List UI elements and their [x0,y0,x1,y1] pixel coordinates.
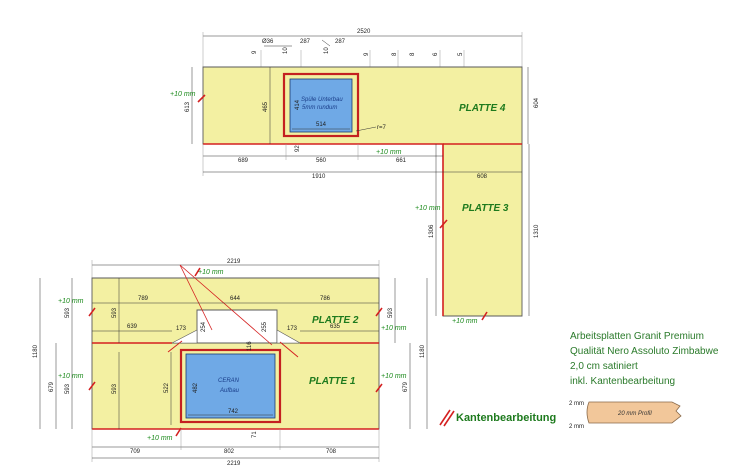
ceran-label-2: Aufbau [219,388,240,394]
dim-left-height: 613 [185,101,191,112]
dim-708: 708 [326,449,337,455]
dim-173b: 173 [287,326,298,332]
dim-560: 560 [316,158,327,164]
plus-right-a: +10 mm [381,325,407,332]
dim-789: 789 [138,296,149,302]
sink-label-2: 5mm rundum [302,105,337,111]
dim-522: 522 [164,382,170,393]
platte-4-label: PLATTE 4 [459,103,506,114]
dim-635: 635 [330,324,341,330]
platte-1-label: PLATTE 1 [309,376,356,387]
dim-709: 709 [130,449,141,455]
dim-689: 689 [238,158,249,164]
info-line-4: inkl. Kantenbearbeitung [570,376,675,387]
dim-593b: 593 [65,383,71,394]
dim-1910: 1910 [312,174,326,180]
dim-661: 661 [396,158,407,164]
dim-593d: 593 [112,383,118,394]
plus-right-b: +10 mm [381,373,407,380]
dim-254: 254 [201,321,207,332]
dim-p3-h-outer: 1310 [534,224,540,238]
ceran-cutout [185,353,276,419]
dim-173a: 173 [176,326,187,332]
info-line-1: Arbeitsplatten Granit Premium [570,331,704,342]
platte-2-label: PLATTE 2 [312,315,359,326]
legend: Kantenbearbeitung 2 mm 2 mm 20 mm Profil [439,401,682,430]
dim-9: 9 [252,50,258,54]
legend-label: Kantenbearbeitung [456,412,556,424]
dim-593a: 593 [65,307,71,318]
dim-255: 255 [262,321,268,332]
plus-left-b: +10 mm [58,373,84,380]
platte-3-slab [442,143,523,317]
dim-116: 116 [247,341,253,351]
legend-mm-top: 2 mm [569,401,584,407]
plus-left-a: +10 mm [58,298,84,305]
dim-right-1180: 1180 [420,344,426,358]
dim-sink-inner-h: 414 [295,99,301,110]
edge-profile-shape [586,401,682,424]
dim-total-width: 2520 [357,29,371,35]
dim-10a: 10 [283,47,289,54]
dim-593c: 593 [112,307,118,318]
plus-bottom: +10 mm [147,435,173,442]
dim-287b: 287 [335,39,346,45]
lower-layout: 2219 +10 mm CERAN Aufbau 742 482 522 116… [33,259,428,466]
dim-679a: 679 [49,381,55,392]
svg-text:6: 6 [433,52,439,56]
dim-644: 644 [230,296,241,302]
dim-639: 639 [127,324,138,330]
svg-text:8: 8 [392,52,398,56]
dim-right-height: 604 [534,97,540,108]
dim-802: 802 [224,449,235,455]
platte-3-label: PLATTE 3 [462,203,509,214]
legend-mm-bottom: 2 mm [569,424,584,430]
info-line-2: Qualität Nero Assoluto Zimbabwe [570,346,719,357]
plus-p3: +10 mm [415,205,441,212]
upper-layout: 2520 Ø36 287 287 10 10 9 9 8 8 6 5 [170,29,540,325]
plus-p3-bottom: +10 mm [452,318,478,325]
dim-p3-width: 608 [477,174,488,180]
dim-hole-offset: Ø36 [262,39,274,45]
dim-r7: r=7 [377,125,387,131]
material-info: Arbeitsplatten Granit Premium Qualität N… [570,331,719,387]
top-small-dims: 9 8 8 6 5 [260,50,465,67]
dim-left-1180: 1180 [33,344,39,358]
dim-sink-height: 465 [263,101,269,112]
svg-text:9: 9 [364,52,370,56]
plus-mid: +10 mm [376,149,402,156]
sink-label-1: Spüle Unterbau [301,97,343,103]
dim-742: 742 [228,409,239,415]
svg-text:8: 8 [410,52,416,56]
dim-71: 71 [252,431,258,438]
sink-cutout [289,78,353,133]
plus-left: +10 mm [170,91,196,98]
dim-679b: 679 [403,381,409,392]
legend-profile: 20 mm Profil [617,411,652,417]
dim-width-top: 2219 [227,259,241,265]
dim-786: 786 [320,296,331,302]
svg-text:5: 5 [458,52,464,56]
ceran-label-1: CERAN [218,378,240,384]
dim-below-sink: 92 [295,145,301,152]
info-line-3: 2,0 cm satiniert [570,361,638,372]
dim-p3-h-inner: 1306 [429,224,435,238]
plus-bottom-top: +10 mm [198,269,224,276]
dim-482: 482 [193,382,199,393]
legend-edge-mark [439,409,451,426]
dim-287a: 287 [300,39,311,45]
dim-10b: 10 [324,47,330,54]
dim-width-bottom: 2219 [227,461,241,466]
dim-sink-inner-w: 514 [316,122,327,128]
dim-593e: 593 [388,307,394,318]
